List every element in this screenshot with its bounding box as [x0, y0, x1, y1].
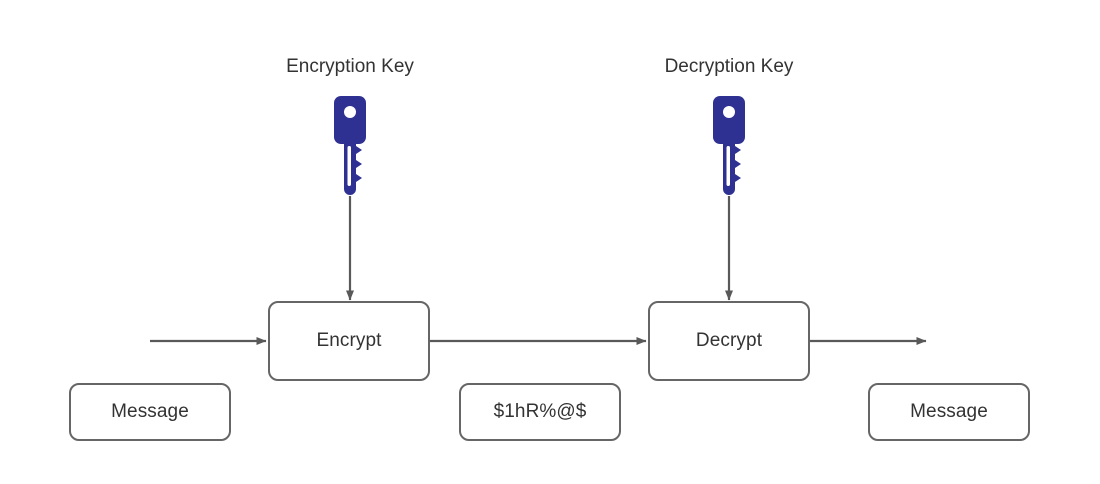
plaintext-input-box[interactable]: Message: [69, 383, 231, 441]
encryption-key-icon: [326, 96, 374, 205]
decrypt-box[interactable]: Decrypt: [648, 301, 810, 381]
decryption-key-icon: [705, 96, 753, 205]
ciphertext-box[interactable]: $1hR%@$: [459, 383, 621, 441]
decryption-key-caption: Decryption Key: [664, 56, 794, 77]
encryption-key-caption: Encryption Key: [286, 56, 414, 77]
encrypt-box[interactable]: Encrypt: [268, 301, 430, 381]
plaintext-output-box[interactable]: Message: [868, 383, 1030, 441]
